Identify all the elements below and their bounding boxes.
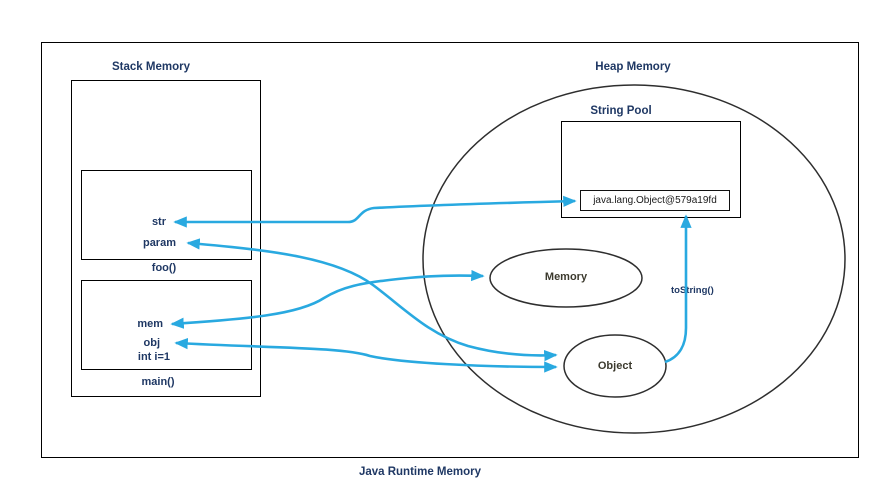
- frame-main-label: main(): [141, 376, 175, 388]
- heap-memory-title: Heap Memory: [595, 61, 671, 73]
- string-pool-entry: java.lang.Object@579a19fd: [580, 190, 730, 211]
- tostring-call-label: toString(): [671, 285, 714, 296]
- frame-foo-label: foo(): [151, 262, 177, 274]
- var-obj: obj: [143, 337, 161, 349]
- stack-memory-title: Stack Memory: [112, 61, 190, 73]
- runtime-memory-boundary: [41, 42, 859, 458]
- var-mem: mem: [137, 318, 163, 330]
- object-object-label: Object: [597, 360, 633, 372]
- diagram-title: Java Runtime Memory: [358, 466, 482, 478]
- string-pool-title: String Pool: [590, 105, 652, 117]
- var-param: param: [142, 237, 176, 249]
- var-int-i: int i=1: [137, 351, 170, 363]
- var-str: str: [151, 216, 166, 228]
- memory-object-label: Memory: [544, 271, 588, 283]
